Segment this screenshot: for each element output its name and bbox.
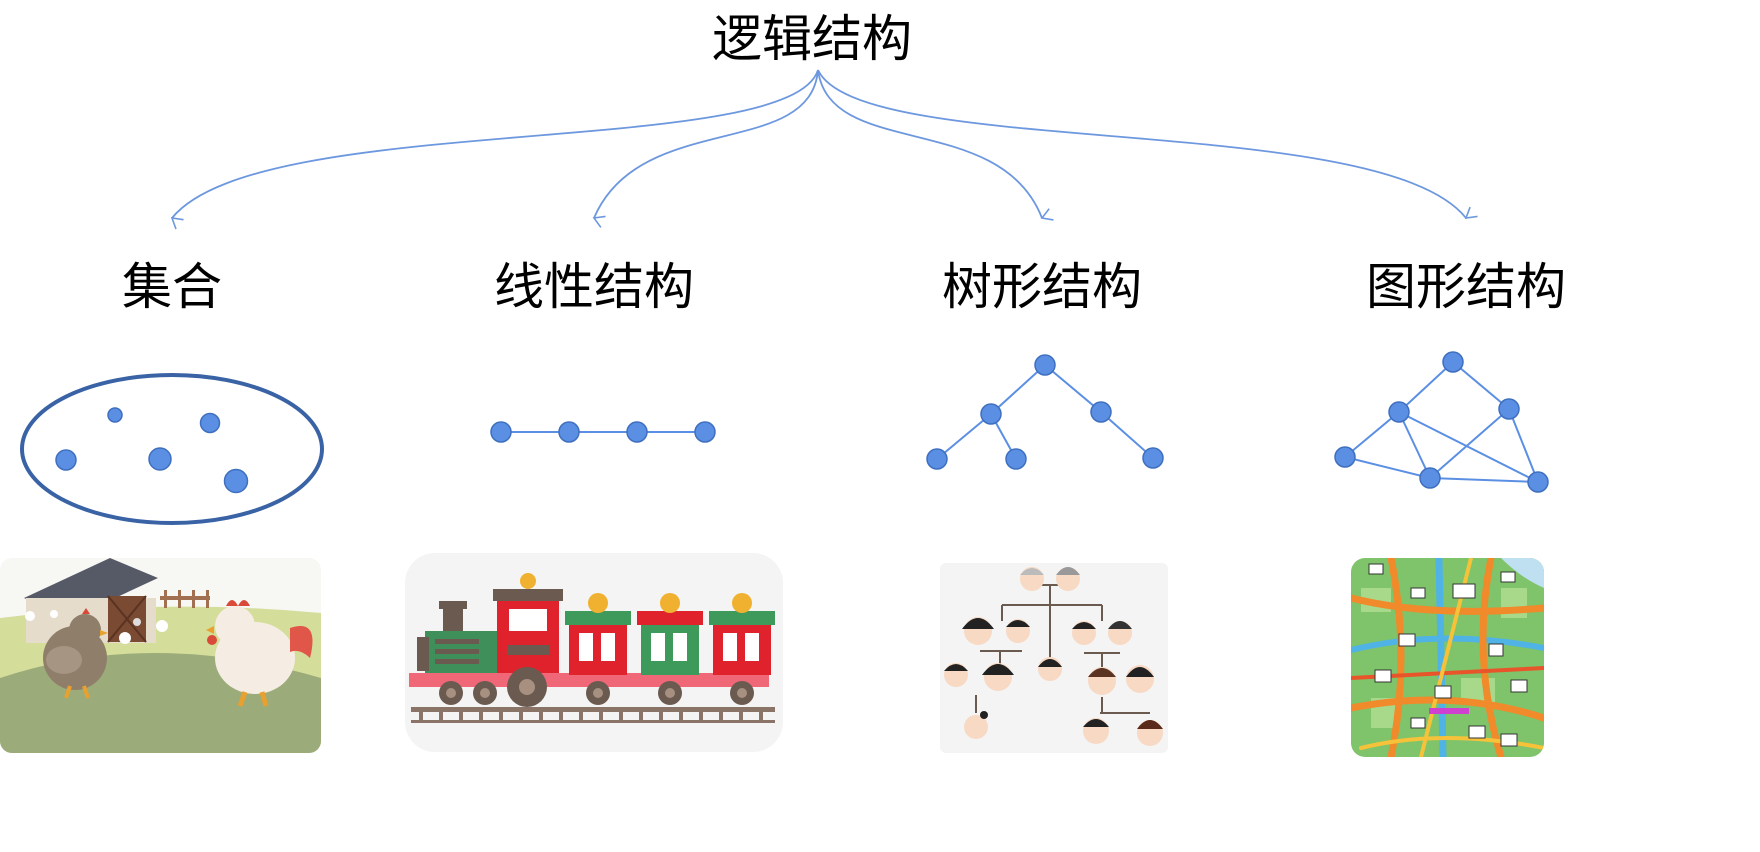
category-label-graph: 图形结构 (1366, 258, 1566, 316)
graph-diagram (1334, 351, 1549, 493)
linear-node (626, 421, 648, 443)
graph-edge (1398, 361, 1454, 413)
graph-node (1334, 446, 1356, 468)
graph-edge (1398, 411, 1539, 483)
farm-chickens-illustration (0, 558, 321, 753)
set-node (148, 447, 172, 471)
set-node (199, 412, 221, 434)
tree-edge (936, 413, 992, 460)
set-node (55, 449, 77, 471)
tree-node (1034, 354, 1056, 376)
category-label-linear: 线性结构 (494, 258, 694, 316)
graph-node (1498, 398, 1520, 420)
graph-edge (1452, 361, 1510, 410)
family-tree-illustration (940, 563, 1168, 753)
tree-node (926, 448, 948, 470)
graph-edge (1398, 411, 1431, 479)
linear-node (694, 421, 716, 443)
category-label-tree: 树形结构 (942, 258, 1142, 316)
tree-edge (990, 364, 1046, 415)
tree-node (1005, 448, 1027, 470)
arrow-to-linear (592, 69, 819, 228)
set-diagram (20, 373, 324, 525)
set-node (223, 468, 249, 494)
graph-edge (1344, 456, 1431, 479)
graph-node (1388, 401, 1410, 423)
linear-diagram (490, 421, 716, 443)
graph-edge (1344, 411, 1400, 458)
linear-node (490, 421, 512, 443)
linear-node (558, 421, 580, 443)
city-map-illustration (1351, 558, 1544, 757)
tree-diagram (926, 354, 1164, 470)
tree-edge (1100, 411, 1154, 459)
graph-node (1527, 471, 1549, 493)
category-label-set: 集合 (122, 258, 222, 316)
set-boundary (20, 373, 324, 525)
graph-node (1419, 467, 1441, 489)
graph-edge (1508, 408, 1539, 483)
graph-edge (1429, 408, 1510, 479)
tree-node (1090, 401, 1112, 423)
set-node (107, 407, 123, 423)
tree-edge (1044, 364, 1102, 413)
graph-node (1442, 351, 1464, 373)
arrow-to-tree (817, 69, 1054, 221)
tree-node (980, 403, 1002, 425)
arrow-to-set (170, 69, 819, 230)
arrow-to-graph (817, 69, 1478, 219)
toy-train-illustration (405, 553, 783, 752)
root-title: 逻辑结构 (712, 10, 912, 68)
graph-edge (1429, 477, 1539, 483)
tree-node (1142, 447, 1164, 469)
